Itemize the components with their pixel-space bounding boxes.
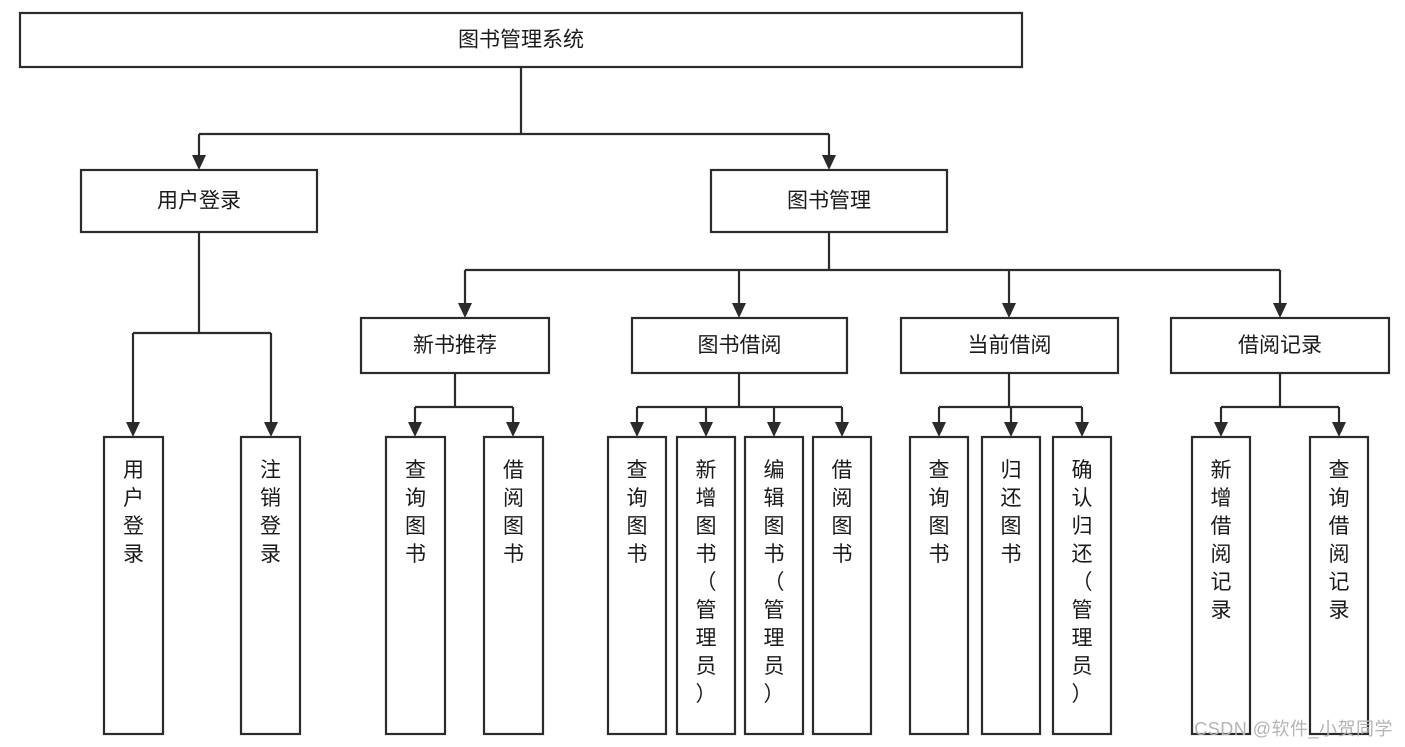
arrow-to-leaf-10 <box>1004 422 1018 437</box>
leaf-node-box[interactable] <box>1051 435 1113 736</box>
level2-node-box[interactable] <box>79 168 319 234</box>
arrow-to-leaf-13 <box>1332 422 1346 437</box>
leaf-node-label: 查询借阅记录 <box>1329 459 1350 622</box>
nodes-layer: 图书管理系统用户登录图书管理新书推荐图书借阅当前借阅借阅记录用户登录注销登录查询… <box>18 11 1391 736</box>
leaf-node[interactable]: 查询借阅记录 <box>1308 435 1370 736</box>
level3-node-box[interactable] <box>630 316 849 375</box>
leaf-node-label: 注销登录 <box>260 459 281 566</box>
level3-node-label: 借阅记录 <box>1238 334 1322 357</box>
leaf-node-box[interactable] <box>482 435 545 736</box>
arrow-to-user-login <box>192 155 206 170</box>
arrow-to-leaf-1 <box>126 422 140 437</box>
leaf-node-box[interactable] <box>675 435 737 736</box>
arrow-to-leaf-6 <box>699 422 713 437</box>
leaf-node-box[interactable] <box>743 435 805 736</box>
leaf-node-box[interactable] <box>606 435 668 736</box>
level3-node-box[interactable] <box>899 316 1120 375</box>
root-node-box[interactable] <box>18 11 1024 69</box>
level3-node-box[interactable] <box>1169 316 1391 375</box>
leaf-node[interactable]: 借阅图书 <box>482 435 545 736</box>
leaf-node-box[interactable] <box>811 435 873 736</box>
root-node-label: 图书管理系统 <box>458 29 584 52</box>
level3-node-label: 图书借阅 <box>698 334 782 357</box>
level3-node-label: 当前借阅 <box>968 334 1052 357</box>
csdn-watermark: CSDN @软件_小贺同学 <box>1194 719 1393 739</box>
leaf-node-label: 新增图书（管理员） <box>696 459 717 706</box>
level2-node[interactable]: 用户登录 <box>79 168 319 234</box>
level3-node[interactable]: 当前借阅 <box>899 316 1120 375</box>
arrow-to-leaf-7 <box>767 422 781 437</box>
level2-node-box[interactable] <box>709 168 949 234</box>
arrow-to-book-mgmt <box>822 155 836 170</box>
level3-node[interactable]: 借阅记录 <box>1169 316 1391 375</box>
arrowheads-layer <box>126 155 1346 437</box>
arrow-to-leaf-11 <box>1075 422 1089 437</box>
arrow-to-leaf-5 <box>630 422 644 437</box>
leaf-node-label: 查询图书 <box>405 459 426 566</box>
leaf-node[interactable]: 确认归还（管理员） <box>1051 435 1113 736</box>
arrow-to-leaf-3 <box>408 422 422 437</box>
leaf-node-box[interactable] <box>980 435 1042 736</box>
leaf-node[interactable]: 注销登录 <box>239 435 302 736</box>
leaf-node-label: 归还图书 <box>1001 459 1022 566</box>
leaf-node-box[interactable] <box>908 435 970 736</box>
leaf-node[interactable]: 编辑图书（管理员） <box>743 435 805 736</box>
leaf-node-box[interactable] <box>384 435 447 736</box>
arrow-to-leaf-4 <box>506 422 520 437</box>
leaf-node-label: 查询图书 <box>929 459 950 566</box>
leaf-node-box[interactable] <box>1190 435 1252 736</box>
leaf-node[interactable]: 借阅图书 <box>811 435 873 736</box>
arrow-to-leaf-2 <box>264 422 278 437</box>
leaf-node-label: 新增借阅记录 <box>1211 459 1232 622</box>
leaf-node[interactable]: 查询图书 <box>384 435 447 736</box>
level3-node[interactable]: 图书借阅 <box>630 316 849 375</box>
leaf-node[interactable]: 查询图书 <box>606 435 668 736</box>
arrow-to-record <box>1273 303 1287 318</box>
leaf-node[interactable]: 新增借阅记录 <box>1190 435 1252 736</box>
leaf-node-label: 借阅图书 <box>832 459 853 566</box>
arrow-to-new-book <box>458 303 472 318</box>
level2-node[interactable]: 图书管理 <box>709 168 949 234</box>
arrow-to-leaf-9 <box>932 422 946 437</box>
leaf-node-label: 用户登录 <box>123 459 144 566</box>
leaf-node[interactable]: 用户登录 <box>102 435 165 736</box>
leaf-node[interactable]: 归还图书 <box>980 435 1042 736</box>
leaf-node-label: 确认归还（管理员） <box>1072 459 1093 706</box>
arrow-to-leaf-8 <box>835 422 849 437</box>
leaf-node-label: 编辑图书（管理员） <box>764 459 785 706</box>
level3-node-box[interactable] <box>359 316 551 375</box>
level2-node-label: 图书管理 <box>787 190 871 213</box>
leaf-node-box[interactable] <box>1308 435 1370 736</box>
leaf-node-box[interactable] <box>102 435 165 736</box>
leaf-node-box[interactable] <box>239 435 302 736</box>
connectors-layer <box>131 67 1341 424</box>
root-node[interactable]: 图书管理系统 <box>18 11 1024 69</box>
leaf-node-label: 借阅图书 <box>503 459 524 566</box>
leaf-node[interactable]: 新增图书（管理员） <box>675 435 737 736</box>
arrow-to-current <box>1002 303 1016 318</box>
arrow-to-borrow <box>732 303 746 318</box>
arrow-to-leaf-12 <box>1214 422 1228 437</box>
leaf-node[interactable]: 查询图书 <box>908 435 970 736</box>
level3-node-label: 新书推荐 <box>413 334 497 357</box>
level2-node-label: 用户登录 <box>157 190 241 213</box>
level3-node[interactable]: 新书推荐 <box>359 316 551 375</box>
leaf-node-label: 查询图书 <box>627 459 648 566</box>
